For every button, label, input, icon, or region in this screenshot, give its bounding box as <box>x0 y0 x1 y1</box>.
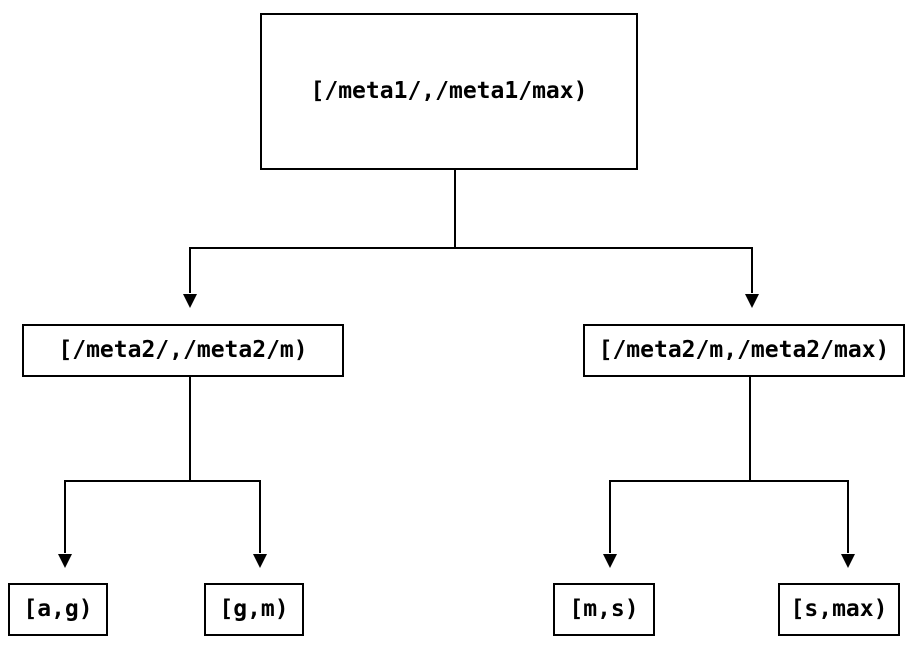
arrowhead-down-icon <box>603 554 617 568</box>
node-leaf-ag: [a,g) <box>8 583 108 636</box>
edge-right-stem <box>749 377 751 482</box>
arrowhead-down-icon <box>745 294 759 308</box>
edge-root-to-right <box>751 247 753 293</box>
arrowhead-down-icon <box>183 294 197 308</box>
arrowhead-down-icon <box>841 554 855 568</box>
node-root-interval: [/meta1/,/meta1/max) <box>260 13 638 170</box>
edge-right-to-leaf-ms <box>609 480 611 553</box>
edge-left-to-leaf-gm <box>259 480 261 553</box>
edge-left-stem <box>189 377 191 482</box>
edge-root-branch <box>189 247 753 249</box>
edge-root-stem <box>454 170 456 248</box>
node-leaf-gm: [g,m) <box>204 583 304 636</box>
edge-left-to-leaf-ag <box>64 480 66 553</box>
arrowhead-down-icon <box>253 554 267 568</box>
node-right-interval: [/meta2/m,/meta2/max) <box>583 324 905 377</box>
arrowhead-down-icon <box>58 554 72 568</box>
node-leaf-ms: [m,s) <box>553 583 655 636</box>
edge-right-to-leaf-smax <box>847 480 849 553</box>
edge-right-branch <box>609 480 849 482</box>
edge-left-branch <box>64 480 261 482</box>
edge-root-to-left <box>189 247 191 293</box>
node-left-interval: [/meta2/,/meta2/m) <box>22 324 344 377</box>
node-leaf-smax: [s,max) <box>778 583 900 636</box>
